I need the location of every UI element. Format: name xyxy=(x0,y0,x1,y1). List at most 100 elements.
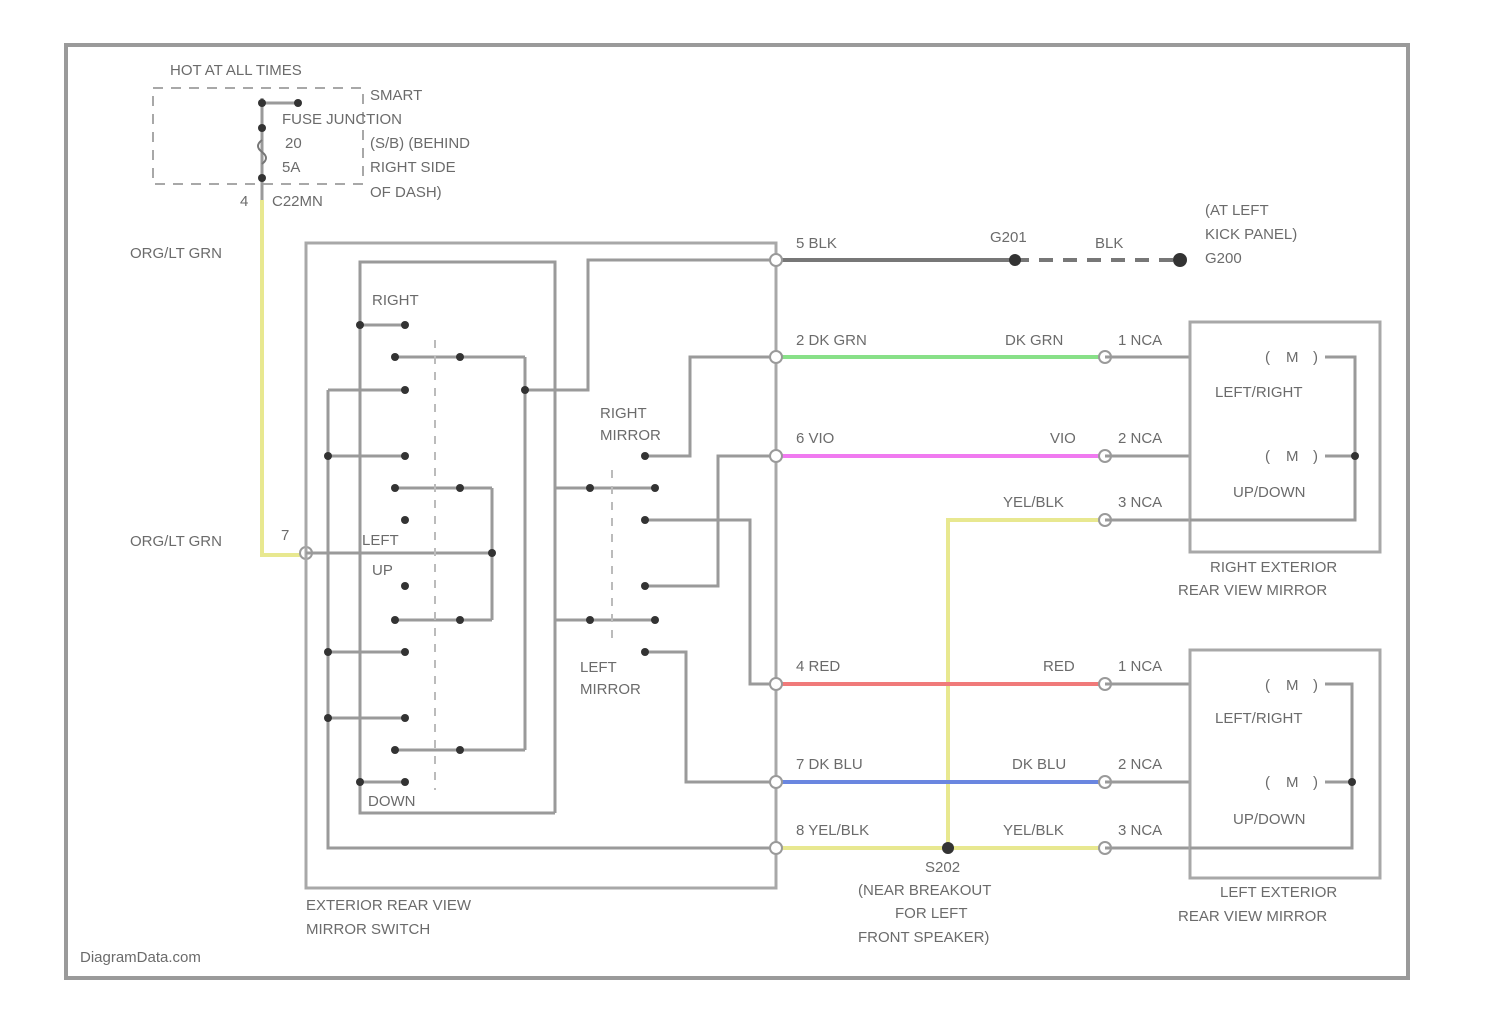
switch-contact-dot xyxy=(488,549,496,557)
switch-contact-dot xyxy=(456,353,464,361)
motor-icon: ) xyxy=(1313,677,1318,694)
switch-contact-dot xyxy=(401,714,409,722)
org-lt-grn-label-top: ORG/LT GRN xyxy=(130,245,222,262)
internal-red-line xyxy=(645,520,776,684)
switch-contact-dot xyxy=(586,484,594,492)
left-exterior-mirror: ( M ) ( M ) LEFT/RIGHT UP/DOWN LEFT EXTE… xyxy=(1178,650,1380,925)
fuse-id: 20 xyxy=(285,135,302,152)
switch-contact-dot xyxy=(641,452,649,460)
switch-contact-dot xyxy=(641,582,649,590)
fuse-pin: 4 xyxy=(240,193,248,210)
wire-4-right-label: RED xyxy=(1043,658,1075,675)
switch-contact-dot xyxy=(456,616,464,624)
ground-splice-label: G201 xyxy=(990,229,1027,246)
fuse-line-5: OF DASH) xyxy=(370,184,442,201)
signal-wires: 2 DK GRN DK GRN 1 NCA 6 VIO VIO 2 NCA YE… xyxy=(770,332,1190,946)
left-mirror-m1: M xyxy=(1286,677,1299,694)
fuse-line-2: FUSE JUNCTION xyxy=(282,111,402,128)
left-mirror-motor1: LEFT/RIGHT xyxy=(1215,710,1303,727)
switch-contact-dot xyxy=(401,386,409,394)
fuse-node xyxy=(258,99,266,107)
switch-name-2: MIRROR SWITCH xyxy=(306,921,430,938)
switch-contact-dot xyxy=(324,714,332,722)
right-mirror-m1: M xyxy=(1286,349,1299,366)
switch-input-pin: 7 xyxy=(281,527,289,544)
org-lt-grn-label-bottom: ORG/LT GRN xyxy=(130,533,222,550)
switch-contact-dot xyxy=(324,452,332,460)
switch-label-down: DOWN xyxy=(368,793,416,810)
right-mirror-motor1: LEFT/RIGHT xyxy=(1215,384,1303,401)
right-mirror-name-2: REAR VIEW MIRROR xyxy=(1178,582,1327,599)
ground-splice-dot xyxy=(1009,254,1021,266)
switch-contact-dot xyxy=(456,484,464,492)
fuse-block: HOT AT ALL TIMES SMART FUSE JUNCTION (S/… xyxy=(153,62,470,210)
splice-s202-dot xyxy=(942,842,954,854)
switch-label-right-mirror: RIGHT MIRROR xyxy=(600,405,661,444)
fuse-title: HOT AT ALL TIMES xyxy=(170,62,302,79)
right-mirror-name-1: RIGHT EXTERIOR xyxy=(1210,559,1337,576)
ground-location-3: G200 xyxy=(1205,250,1242,267)
motor-icon: ( xyxy=(1265,677,1270,694)
switch-pin-connector xyxy=(770,254,782,266)
switch-contact-dot xyxy=(324,648,332,656)
right-mirror-node xyxy=(1351,452,1359,460)
left-mirror-line-2: MIRROR xyxy=(580,681,641,698)
motor-icon: ( xyxy=(1265,349,1270,366)
wire-6-left-label: 8 YEL/BLK xyxy=(796,822,869,839)
switch-pin-connector xyxy=(770,351,782,363)
switch-contact-dot xyxy=(401,778,409,786)
ground-wire2-label: BLK xyxy=(1095,235,1123,252)
switch-label-right: RIGHT xyxy=(372,292,419,309)
watermark: DiagramData.com xyxy=(80,949,201,966)
left-mirror-name-1: LEFT EXTERIOR xyxy=(1220,884,1337,901)
switch-label-up: UP xyxy=(372,562,393,579)
left-mirror-motor2: UP/DOWN xyxy=(1233,811,1306,828)
fuse-node xyxy=(294,99,302,107)
internal-blu-line xyxy=(645,652,776,782)
ground-wire-label: 5 BLK xyxy=(796,235,837,252)
ground-location-1: (AT LEFT xyxy=(1205,202,1269,219)
switch-label-left: LEFT xyxy=(362,532,399,549)
ground-circuit: 5 BLK G201 BLK (AT LEFT KICK PANEL) G200 xyxy=(770,202,1297,267)
fuse-terminal: C22MN xyxy=(272,193,323,210)
right-mirror-line-2: MIRROR xyxy=(600,427,661,444)
left-mirror-name-2: REAR VIEW MIRROR xyxy=(1178,908,1327,925)
wire-1-pin-label: 1 NCA xyxy=(1118,332,1162,349)
fuse-line-4: RIGHT SIDE xyxy=(370,159,456,176)
switch-pin-connector xyxy=(770,450,782,462)
motor-icon: ( xyxy=(1265,448,1270,465)
switch-contact-dot xyxy=(651,484,659,492)
switch-label-left-mirror: LEFT MIRROR xyxy=(580,659,641,698)
switch-contact-dot xyxy=(391,746,399,754)
left-mirror-line-1: LEFT xyxy=(580,659,617,676)
switch-contact-dot xyxy=(641,516,649,524)
internal-right-mirror-line xyxy=(645,357,776,456)
fuse-amp: 5A xyxy=(282,159,300,176)
switch-contact-dot xyxy=(356,778,364,786)
switch-contact-dot xyxy=(356,321,364,329)
switch-internals: RIGHT LEFT UP DOWN RIGHT MIRROR LEFT MIR… xyxy=(306,260,776,848)
right-mirror-line-1: RIGHT xyxy=(600,405,647,422)
switch-contact-dot xyxy=(391,484,399,492)
splice-loc-3: FRONT SPEAKER) xyxy=(858,929,989,946)
wire-3-pin-label: 3 NCA xyxy=(1118,494,1162,511)
fuse-dashed-box xyxy=(153,88,363,184)
switch-contact-dot xyxy=(391,616,399,624)
internal-gnd-line xyxy=(525,260,776,390)
switch-contact-dot xyxy=(401,321,409,329)
switch-contact-dot xyxy=(401,452,409,460)
right-exterior-mirror: ( M ) ( M ) LEFT/RIGHT UP/DOWN RIGHT EXT… xyxy=(1178,322,1380,599)
wire-5-left-label: 7 DK BLU xyxy=(796,756,863,773)
fuse-node xyxy=(258,174,266,182)
motor-icon: ) xyxy=(1313,774,1318,791)
wire-3-right-label: YEL/BLK xyxy=(1003,494,1064,511)
wire-4-left-label: 4 RED xyxy=(796,658,840,675)
wire-2-pin-label: 2 NCA xyxy=(1118,430,1162,447)
switch-pin-connector xyxy=(770,842,782,854)
motor-icon: ( xyxy=(1265,774,1270,791)
splice-loc-2: FOR LEFT xyxy=(895,905,968,922)
wire-2-right-label: VIO xyxy=(1050,430,1076,447)
fuse-line-1: SMART xyxy=(370,87,422,104)
splice-loc-1: (NEAR BREAKOUT xyxy=(858,882,991,899)
